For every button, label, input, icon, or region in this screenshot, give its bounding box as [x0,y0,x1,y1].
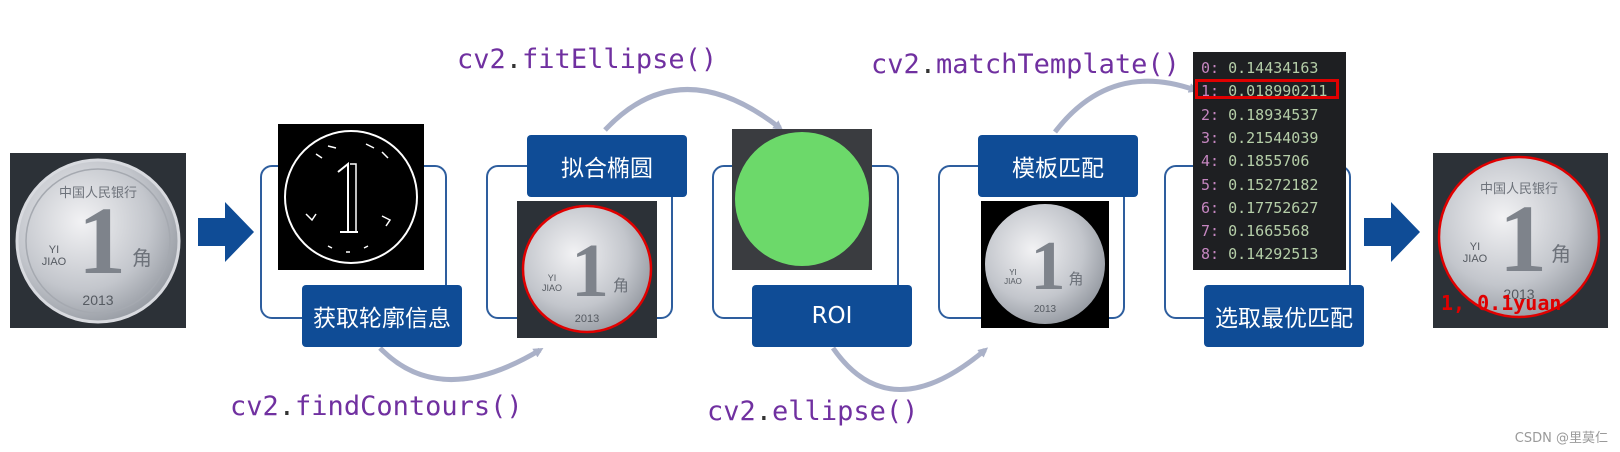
score-row: 6: 0.17752627 [1201,198,1319,217]
step-roi-label: ROI [752,285,912,347]
svg-text:角: 角 [1551,242,1571,266]
match-score-panel: 0: 0.14434163 1: 0.018990211 2: 0.18934537… [1193,52,1346,270]
match-template-function: cv2.matchTemplate() [871,49,1180,80]
svg-text:YI: YI [1009,268,1017,277]
step-select-best-label: 选取最优匹配 [1204,285,1364,347]
find-contours-function: cv2.findContours() [230,391,523,422]
result-label: 1, 0.1yuan [1441,291,1562,315]
score-row: 5: 0.15272182 [1201,175,1319,194]
block-arrow-right [1364,202,1420,262]
svg-text:中国人民银行: 中国人民银行 [1480,182,1558,197]
svg-text:2013: 2013 [575,313,599,325]
svg-text:YI: YI [1470,241,1480,253]
score-row: 0: 0.14434163 [1201,59,1319,77]
curve-ellipse [830,346,989,392]
fit-ellipse-function: cv2.fitEllipse() [457,44,718,75]
best-score-highlight [1195,79,1339,99]
result-coin-image: 1 YI JIAO 角 2013 中国人民银行 1, 0.1yuan [1433,153,1608,328]
template-coin-image: 1 YI JIAO 角 2013 [981,201,1109,328]
score-row: 4: 0.1855706 [1201,152,1310,171]
svg-text:1: 1 [571,229,609,313]
contour-image [278,124,424,270]
ellipse-function: cv2.ellipse() [707,396,919,427]
svg-text:中国人民银行: 中国人民银行 [59,186,137,201]
curve-match-template [1053,78,1199,134]
curve-find-contours [378,346,544,382]
svg-text:角: 角 [132,246,152,270]
svg-text:JIAO: JIAO [42,256,67,268]
score-row: 7: 0.1665568 [1201,222,1310,241]
step-get-contour-label: 获取轮廓信息 [302,285,462,347]
watermark: CSDN @里莫仁 [1514,431,1608,446]
step-template-match-label: 模板匹配 [978,135,1138,197]
svg-text:JIAO: JIAO [1463,253,1488,265]
fitted-ellipse-coin-image: 1 YI JIAO 角 2013 [517,201,657,338]
svg-text:YI: YI [548,273,557,283]
roi-mask-image [732,129,872,270]
svg-text:角: 角 [1068,270,1083,288]
block-arrow-left [198,202,254,262]
score-row: 2: 0.18934537 [1201,105,1319,124]
input-coin-image: 1 YI JIAO 角 2013 中国人民银行 [10,153,186,328]
svg-text:2013: 2013 [1034,304,1057,315]
svg-text:YI: YI [49,244,59,256]
curve-fit-ellipse [603,87,784,132]
coin-denomination: 1 [78,187,126,294]
svg-text:JIAO: JIAO [542,283,562,293]
svg-text:2013: 2013 [1503,286,1534,302]
svg-text:JIAO: JIAO [1004,277,1022,286]
score-row: 8: 0.14292513 [1201,245,1319,264]
score-row: 3: 0.21544039 [1201,128,1319,147]
svg-text:角: 角 [613,276,629,295]
score-row: 1: 0.018990211 [1201,82,1328,101]
step-fit-ellipse-label: 拟合椭圆 [527,135,687,197]
svg-text:1: 1 [1499,185,1547,292]
svg-text:2013: 2013 [82,292,113,308]
svg-text:1: 1 [1031,228,1066,305]
roi-disc [735,132,869,266]
